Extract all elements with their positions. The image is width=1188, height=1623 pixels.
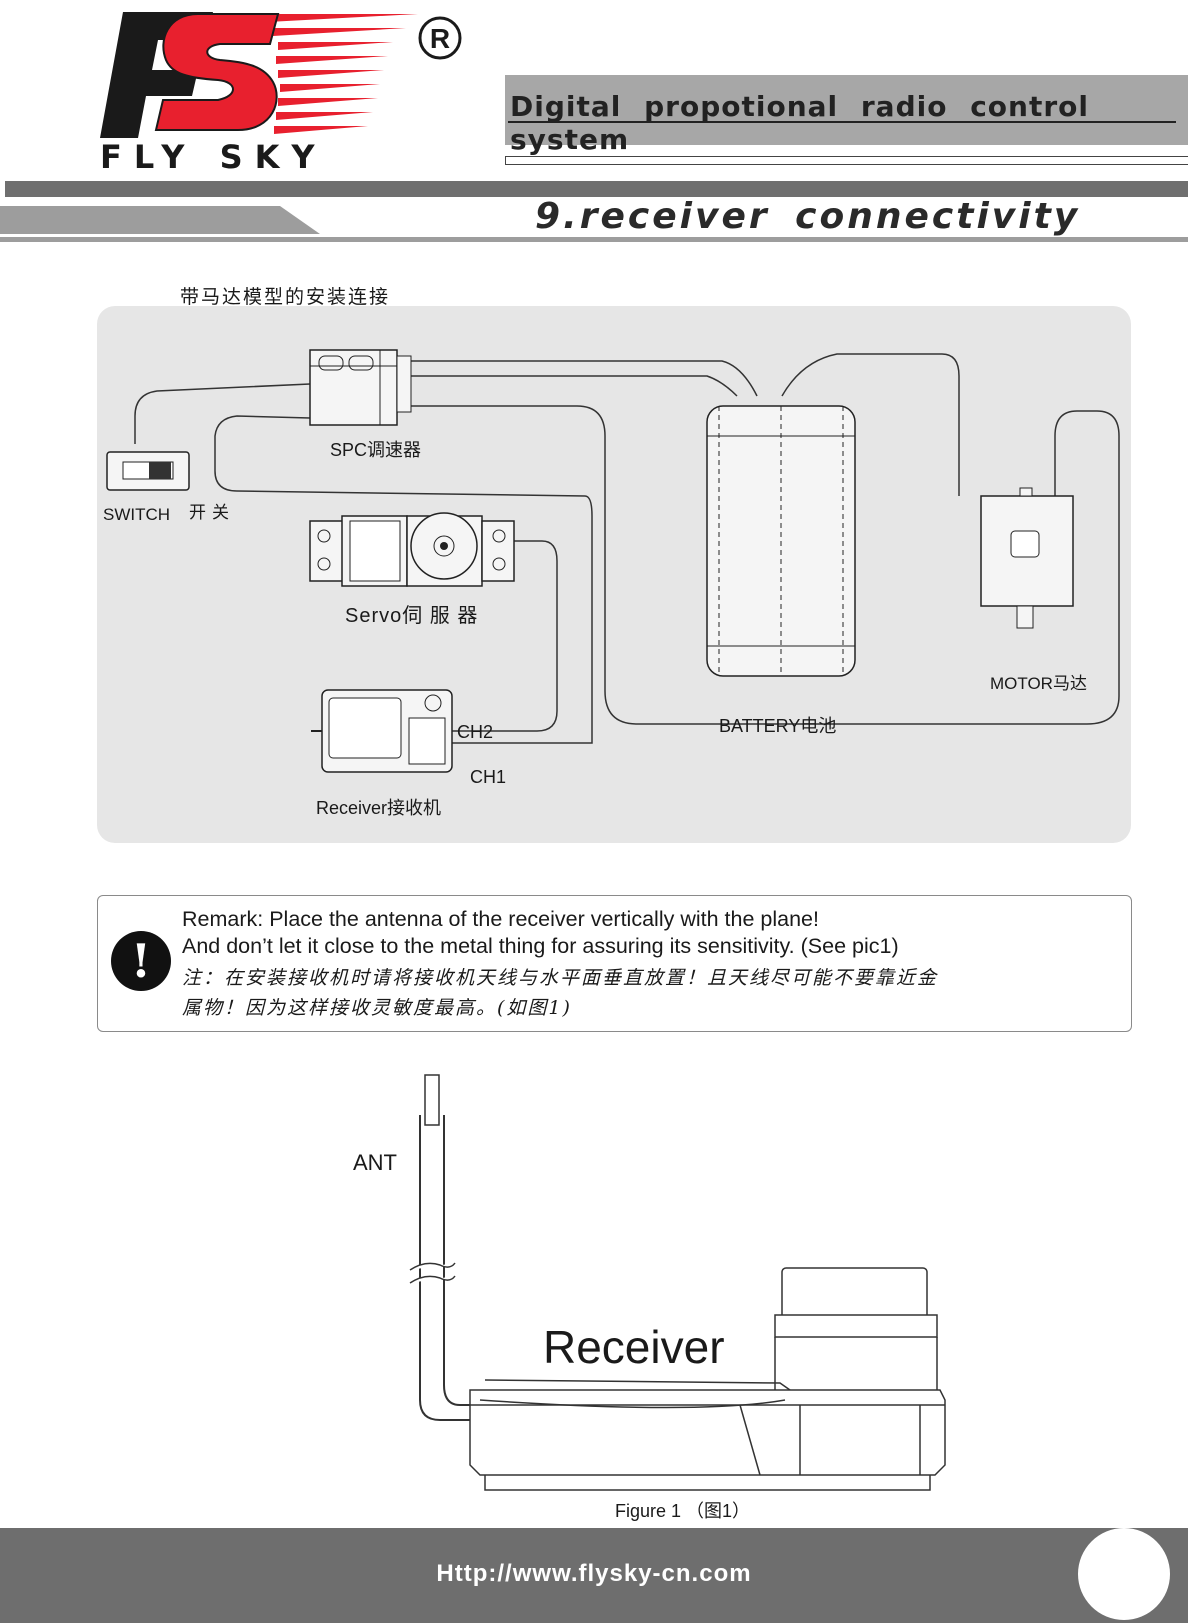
spc-label: SPC调速器: [330, 440, 421, 460]
header-band: [5, 181, 1188, 197]
remark-line-3: 注：在安装接收机时请将接收机天线与水平面垂直放置！且天线尽可能不要靠近金: [182, 967, 939, 989]
switch-label: SWITCH: [103, 505, 170, 524]
remark-line-2: And don’t let it close to the metal thin…: [182, 934, 899, 958]
svg-text:R: R: [430, 23, 450, 54]
section-title: 9.receiver connectivity: [535, 196, 1081, 237]
footer-bar: [0, 1528, 1188, 1623]
header-underline: [508, 121, 1176, 123]
page-number-circle: [1078, 1528, 1170, 1620]
battery: [706, 405, 856, 677]
ch1-label: CH1: [470, 767, 506, 787]
figure-caption: Figure 1 （图1）: [615, 1501, 751, 1521]
switch: [106, 451, 190, 491]
servo: [309, 512, 515, 587]
header-rule: [505, 156, 1188, 165]
servo-label: Servo伺 服 器: [345, 604, 478, 627]
figure-receiver-label: Receiver: [543, 1321, 725, 1373]
remark-line-1: Remark: Place the antenna of the receive…: [182, 907, 819, 931]
antenna-label: ANT: [353, 1150, 397, 1175]
motor-label: MOTOR马达: [990, 674, 1087, 693]
wiring-diagram: SPC调速器 SWITCH 开关 Servo伺 服 器 CH2 CH1 Rece…: [103, 349, 1120, 818]
fly-sky-logo: R FLY SKY: [88, 0, 468, 180]
receiver-unit: [311, 689, 453, 773]
remark-box: [97, 895, 1132, 1032]
figure-1-illustration: [409, 1074, 946, 1491]
spc-controller: [309, 349, 412, 426]
footer-url-link[interactable]: Http://www.flysky-cn.com: [436, 1560, 752, 1587]
header-title: Digital propotional radio control system: [510, 90, 1089, 156]
ch2-label: CH2: [457, 722, 493, 742]
registered-icon: [418, 16, 462, 60]
logo-word: FLY SKY: [100, 138, 327, 176]
header-bar: [505, 75, 1188, 145]
receiver-label: Receiver接收机: [316, 798, 441, 818]
diagram-caption: 带马达模型的安装连接: [180, 286, 391, 308]
switch-cn-label: 开关: [189, 503, 235, 522]
battery-label: BATTERY电池: [719, 716, 836, 736]
motor: [980, 487, 1074, 629]
section-band: [0, 206, 1188, 242]
remark-line-4: 属物！因为这样接收灵敏度最高。(如图1): [182, 997, 572, 1019]
exclamation-icon: !: [111, 931, 171, 991]
